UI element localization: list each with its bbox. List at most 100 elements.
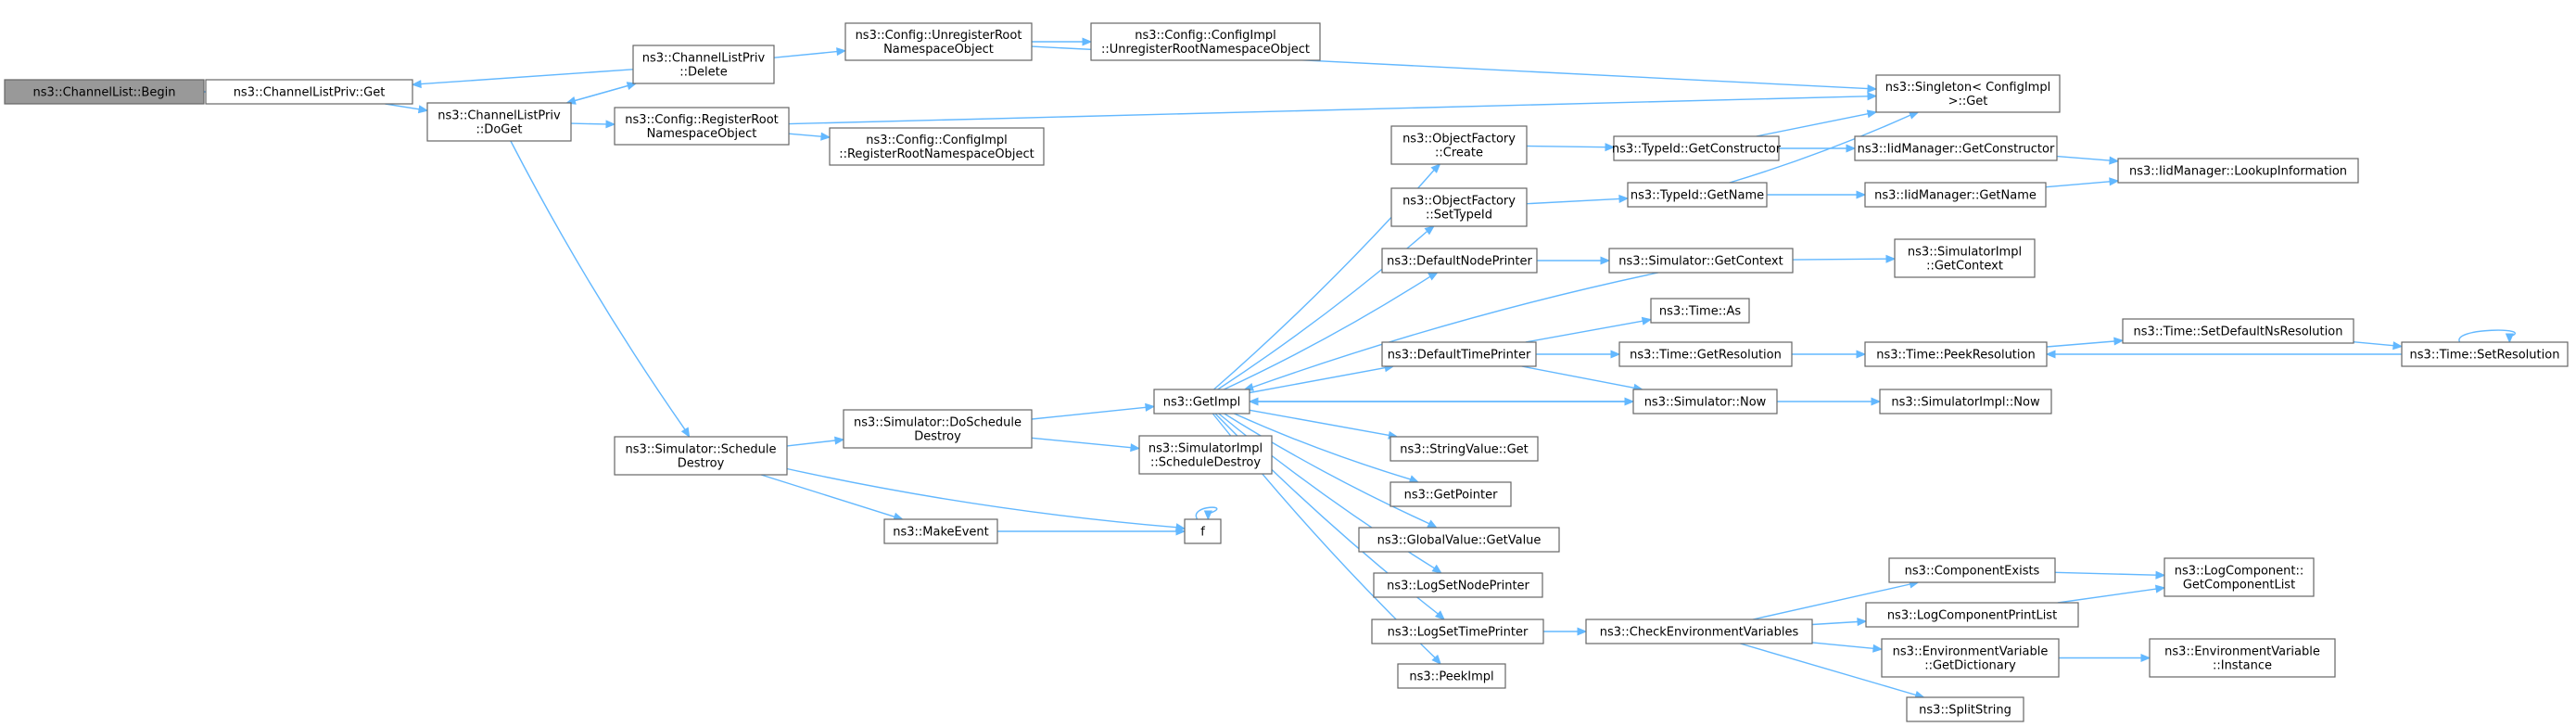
node-box xyxy=(1879,389,2052,415)
node-getctor[interactable]: ns3::TypeId::GetConstructor xyxy=(1612,135,1782,161)
arrowhead xyxy=(1641,316,1653,325)
edge-timeprinter-to-simnow xyxy=(1521,365,1644,392)
edge-line xyxy=(570,122,607,125)
node-printlist[interactable]: ns3::LogComponentPrintList xyxy=(1865,602,2079,628)
node-peekimpl[interactable]: ns3::PeekImpl xyxy=(1397,663,1506,689)
node-getres[interactable]: ns3::Time::GetResolution xyxy=(1618,341,1793,367)
node-label: ns3::PeekImpl xyxy=(1409,670,1493,684)
edge-simnow-to-simimplnow xyxy=(1776,397,1882,406)
node-objsettype[interactable]: ns3::ObjectFactory::SetTypeId xyxy=(1390,187,1528,227)
edge-printlist-to-complist xyxy=(2057,584,2166,604)
edge-getimpl-to-timeprinter xyxy=(1249,364,1395,394)
edge-unregroot-to-implunreg xyxy=(1032,37,1093,46)
node-box xyxy=(1854,135,2058,161)
node-box xyxy=(1608,248,1794,274)
arrowhead xyxy=(836,47,847,57)
node-f[interactable]: f xyxy=(1184,518,1222,544)
arrowhead xyxy=(2505,333,2514,344)
node-setres[interactable]: ns3::Time::SetResolution xyxy=(2401,341,2569,367)
edge-getres-to-peekres xyxy=(1792,350,1867,359)
node-label: ::Instance xyxy=(2213,659,2272,673)
node-box xyxy=(1381,248,1538,274)
node-makeevent[interactable]: ns3::MakeEvent xyxy=(883,518,998,544)
arrowhead xyxy=(1857,618,1868,627)
edge-f-to-f xyxy=(1195,506,1218,521)
node-box xyxy=(1881,638,2060,678)
node-label: ns3::Simulator::DoSchedule xyxy=(854,416,1022,430)
node-envdict[interactable]: ns3::EnvironmentVariable::GetDictionary xyxy=(1881,638,2060,678)
arrowhead xyxy=(1856,350,1867,359)
node-label: ns3::SimulatorImpl xyxy=(1148,442,1263,456)
node-privdoget[interactable]: ns3::ChannelListPriv::DoGet xyxy=(426,102,572,142)
node-privget[interactable]: ns3::ChannelListPriv::Get xyxy=(205,79,413,105)
node-box xyxy=(1906,696,2024,722)
node-getpointer[interactable]: ns3::GetPointer xyxy=(1390,481,1512,507)
node-label: ns3::Simulator::Now xyxy=(1644,396,1767,410)
node-complist[interactable]: ns3::LogComponent::GetComponentList xyxy=(2164,557,2315,597)
node-logsettime[interactable]: ns3::LogSetTimePrinter xyxy=(1371,619,1544,644)
node-peekres[interactable]: ns3::Time::PeekResolution xyxy=(1864,341,2048,367)
edge-getimpl-to-nodeprinter xyxy=(1224,272,1439,390)
node-privdelete[interactable]: ns3::ChannelListPriv::Delete xyxy=(632,45,775,84)
node-box xyxy=(883,518,998,544)
node-box xyxy=(843,409,1033,449)
node-simnow[interactable]: ns3::Simulator::Now xyxy=(1632,389,1778,415)
arrowhead xyxy=(1577,627,1588,636)
node-label: ::SetTypeId xyxy=(1426,209,1492,223)
node-unregroot[interactable]: ns3::Config::UnregisterRootNamespaceObje… xyxy=(844,22,1033,61)
node-logsetnode[interactable]: ns3::LogSetNodePrinter xyxy=(1373,572,1543,598)
node-iidgetname[interactable]: ns3::IidManager::GetName xyxy=(1864,182,2047,208)
edge-line xyxy=(2353,341,2394,347)
node-schedestroy[interactable]: ns3::Simulator::ScheduleDestroy xyxy=(614,436,788,476)
node-simimplnow[interactable]: ns3::SimulatorImpl::Now xyxy=(1879,389,2052,415)
node-simgetctx[interactable]: ns3::Simulator::GetContext xyxy=(1608,248,1794,274)
node-setdefres[interactable]: ns3::Time::SetDefaultNsResolution xyxy=(2122,318,2354,344)
node-regroot[interactable]: ns3::Config::RegisterRootNamespaceObject xyxy=(614,107,790,146)
node-label: ns3::ChannelList::Begin xyxy=(33,86,176,100)
arrowhead xyxy=(2109,177,2120,186)
arrowhead xyxy=(2113,337,2125,346)
node-nodeprinter[interactable]: ns3::DefaultNodePrinter xyxy=(1381,248,1538,274)
node-getname[interactable]: ns3::TypeId::GetName xyxy=(1627,182,1768,208)
edge-peekres-to-setdefres xyxy=(2046,337,2125,348)
node-lookup[interactable]: ns3::IidManager::LookupInformation xyxy=(2117,158,2359,184)
node-begin[interactable]: ns3::ChannelList::Begin xyxy=(4,79,205,105)
arrowhead xyxy=(680,427,691,439)
node-stringget[interactable]: ns3::StringValue::Get xyxy=(1390,436,1539,462)
node-iidgetctor[interactable]: ns3::IidManager::GetConstructor xyxy=(1854,135,2058,161)
node-implunreg[interactable]: ns3::Config::ConfigImpl::UnregisterRootN… xyxy=(1090,22,1321,61)
edge-setres-to-setres xyxy=(2458,329,2516,344)
edge-schedestroy-to-makeevent xyxy=(760,474,904,521)
arrowhead xyxy=(1248,397,1259,406)
arrowhead xyxy=(1434,610,1445,620)
node-timeprinter[interactable]: ns3::DefaultTimePrinter xyxy=(1381,341,1537,367)
node-globalget[interactable]: ns3::GlobalValue::GetValue xyxy=(1358,527,1560,553)
node-singleton[interactable]: ns3::Singleton< ConfigImpl>::Get xyxy=(1875,74,2061,113)
edge-line xyxy=(1521,365,1635,389)
node-label: ns3::Time::SetResolution xyxy=(2410,349,2560,363)
node-label: ::GetDictionary xyxy=(1924,659,2016,673)
arrowhead xyxy=(1618,194,1630,203)
node-checkenv[interactable]: ns3::CheckEnvironmentVariables xyxy=(1585,619,1813,644)
node-compexists[interactable]: ns3::ComponentExists xyxy=(1888,557,2056,583)
node-timeas[interactable]: ns3::Time::As xyxy=(1650,298,1750,324)
node-box xyxy=(2149,638,2336,678)
edge-simgetctx-to-simimplctx xyxy=(1792,254,1897,263)
node-label: ns3::Simulator::GetContext xyxy=(1618,255,1783,269)
edge-line xyxy=(1249,409,1390,437)
node-objcreate[interactable]: ns3::ObjectFactory::Create xyxy=(1390,125,1528,165)
node-getimpl[interactable]: ns3::GetImpl xyxy=(1153,389,1250,415)
edge-getctor-to-singleton xyxy=(1756,109,1878,137)
edge-line xyxy=(2046,340,2115,348)
node-envinst[interactable]: ns3::EnvironmentVariable::Instance xyxy=(2149,638,2336,678)
edge-line xyxy=(2045,181,2111,188)
node-label: ns3::Time::PeekResolution xyxy=(1876,349,2035,363)
node-simimplctx[interactable]: ns3::SimulatorImpl::GetContext xyxy=(1894,238,2036,278)
node-implschedestroy[interactable]: ns3::SimulatorImpl::ScheduleDestroy xyxy=(1138,435,1273,475)
node-split[interactable]: ns3::SplitString xyxy=(1906,696,2024,722)
node-implreg[interactable]: ns3::Config::ConfigImpl::RegisterRootNam… xyxy=(829,127,1045,166)
arrowhead xyxy=(1600,256,1611,265)
node-label: ::UnregisterRootNamespaceObject xyxy=(1101,43,1310,57)
